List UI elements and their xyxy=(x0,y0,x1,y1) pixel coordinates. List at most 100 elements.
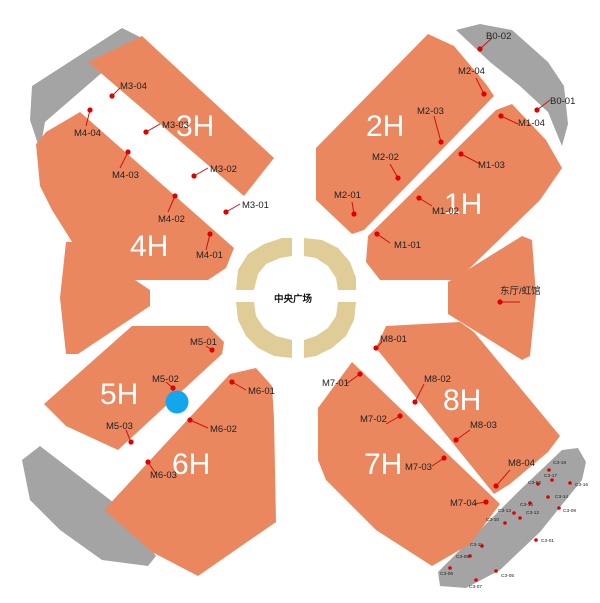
entrance-label-m3-03: M3-03 xyxy=(162,120,189,131)
svg-text:C3-06: C3-06 xyxy=(440,571,453,577)
small-point-c3-06: C3-06 xyxy=(440,566,453,577)
plaza-label: 中央广场 xyxy=(274,293,313,305)
hall-5h-area xyxy=(44,326,224,450)
entrance-label-m6-01: M6-01 xyxy=(248,386,275,397)
entrance-label-m4-02: M4-02 xyxy=(158,214,185,225)
plaza-ring-tr xyxy=(304,238,356,290)
east-hall-label: 东厅/虹馆 xyxy=(500,285,541,297)
entrance-m8-01: M8-01 xyxy=(373,334,407,351)
small-point-c3-14: C3-14 xyxy=(546,494,568,500)
entrance-label-m3-01: M3-01 xyxy=(242,200,269,211)
svg-text:C3-09: C3-09 xyxy=(563,508,576,514)
entrance-label-m7-04: M7-04 xyxy=(450,498,477,509)
entrance-label-m5-02: M5-02 xyxy=(152,374,179,385)
entrance-m1-04: M1-04 xyxy=(498,113,545,129)
hall-label-2h: 2H xyxy=(366,110,404,143)
entrance-m6-01: M6-01 xyxy=(229,379,275,397)
entrance-m4-02: M4-02 xyxy=(158,193,185,225)
svg-text:C3-14: C3-14 xyxy=(555,494,568,500)
entrance-m8-04: M8-04 xyxy=(493,458,535,489)
small-point-c3-09: C3-09 xyxy=(557,506,576,514)
entrance-m8-03: M8-03 xyxy=(453,420,497,443)
entrance-label-m5-01: M5-01 xyxy=(190,337,217,348)
hall-label-6h: 6H xyxy=(172,448,210,481)
entrance-label-m1-04: M1-04 xyxy=(518,118,545,129)
svg-text:C3-15: C3-15 xyxy=(520,502,533,508)
entrance-label-m7-03: M7-03 xyxy=(405,462,432,473)
svg-text:C3-19: C3-19 xyxy=(553,460,566,466)
east-hall-dot xyxy=(497,299,503,305)
hall-1h-area xyxy=(366,104,562,280)
hall-4h-area xyxy=(36,112,234,280)
entrance-label-b0-02: B0-02 xyxy=(486,31,511,42)
entrance-label-m1-02: M1-02 xyxy=(432,206,459,217)
svg-text:C3-17: C3-17 xyxy=(544,473,557,479)
small-point-c3-01: C3-01 xyxy=(534,538,554,544)
entrance-m4-03: M4-03 xyxy=(112,149,139,181)
entrance-m1-03: M1-03 xyxy=(458,151,505,171)
entrance-m2-01: M2-01 xyxy=(334,190,361,217)
plaza-ring-br xyxy=(304,302,356,358)
entrance-m5-01: M5-01 xyxy=(190,337,217,353)
hall-label-1h: 1H xyxy=(444,188,482,221)
hall-label-7h: 7H xyxy=(364,448,402,481)
small-point-c3-16: C3-16 xyxy=(568,481,588,488)
entrance-m4-01: M4-01 xyxy=(196,231,223,261)
entrance-label-m8-02: M8-02 xyxy=(424,374,451,385)
hall-2h-area xyxy=(316,34,494,234)
entrance-m1-01: M1-01 xyxy=(374,231,421,251)
entrance-m2-02: M2-02 xyxy=(372,152,401,181)
small-point-c3-02: C3-02 xyxy=(528,480,541,486)
small-point-c3-17: C3-17 xyxy=(544,473,557,482)
entrance-m6-03: M6-03 xyxy=(145,459,177,481)
grey-area-bottom-left xyxy=(22,446,156,566)
entrance-m7-02: M7-02 xyxy=(360,413,403,425)
svg-text:C3-01: C3-01 xyxy=(541,538,554,544)
entrance-m1-02: M1-02 xyxy=(416,195,459,217)
svg-text:C3-08: C3-08 xyxy=(456,554,469,560)
svg-text:C3-13: C3-13 xyxy=(498,508,511,514)
entrance-label-m3-04: M3-04 xyxy=(120,81,147,92)
entrance-label-m8-01: M8-01 xyxy=(380,334,407,345)
entrance-label-m3-02: M3-02 xyxy=(210,164,237,175)
small-point-c3-10: C3-10 xyxy=(486,517,507,525)
entrance-m7-01: M7-01 xyxy=(322,371,363,389)
hall-label-8h: 8H xyxy=(443,384,481,417)
entrance-label-m2-04: M2-04 xyxy=(458,66,485,77)
svg-text:C3-12: C3-12 xyxy=(526,510,539,516)
entrance-label-m8-03: M8-03 xyxy=(470,420,497,431)
entrance-label-m7-01: M7-01 xyxy=(322,378,349,389)
hall-label-4h: 4H xyxy=(130,230,168,263)
entrance-m3-03: M3-03 xyxy=(143,120,189,135)
grey-area-bottom-right xyxy=(438,448,586,588)
svg-text:C3-05: C3-05 xyxy=(501,573,514,579)
hall-8h-area xyxy=(376,322,560,494)
grey-area-top-right xyxy=(456,24,568,146)
small-point-c3-07: C3-07 xyxy=(469,578,482,590)
entrance-m4-04: M4-04 xyxy=(74,107,101,139)
entrance-m3-02: M3-02 xyxy=(191,164,237,179)
entrance-label-m4-01: M4-01 xyxy=(196,250,223,261)
entrance-label-m1-03: M1-03 xyxy=(478,160,505,171)
entrance-label-m2-01: M2-01 xyxy=(334,190,361,201)
current-location-marker[interactable] xyxy=(165,390,189,414)
small-points-group: C3-19 C3-02 C3-17 C3-16 C3-14 C3-15 C3-1… xyxy=(440,460,588,590)
entrance-label-m2-03: M2-03 xyxy=(417,106,444,117)
entrance-m6-02: M6-02 xyxy=(187,417,237,435)
plaza-ring-bl xyxy=(236,302,292,358)
plaza-ring-tl xyxy=(236,238,292,290)
small-point-c3-11: C3-11 xyxy=(470,542,484,548)
entrance-m8-02: M8-02 xyxy=(412,374,451,405)
hall-3h-area xyxy=(88,36,274,196)
entrance-m7-04: M7-04 xyxy=(450,498,489,509)
entrance-label-m8-04: M8-04 xyxy=(508,458,535,469)
entrance-b0-01: B0-01 xyxy=(534,96,575,113)
small-point-c3-12: C3-12 xyxy=(518,510,539,520)
svg-text:C3-11: C3-11 xyxy=(470,542,483,548)
entrance-label-m5-03: M5-03 xyxy=(106,421,133,432)
hall-label-5h: 5H xyxy=(100,378,138,411)
hall-6h-area xyxy=(104,368,276,576)
entrance-m7-03: M7-03 xyxy=(405,455,447,473)
svg-text:C3-16: C3-16 xyxy=(575,482,588,488)
east-hall-area xyxy=(448,236,536,360)
